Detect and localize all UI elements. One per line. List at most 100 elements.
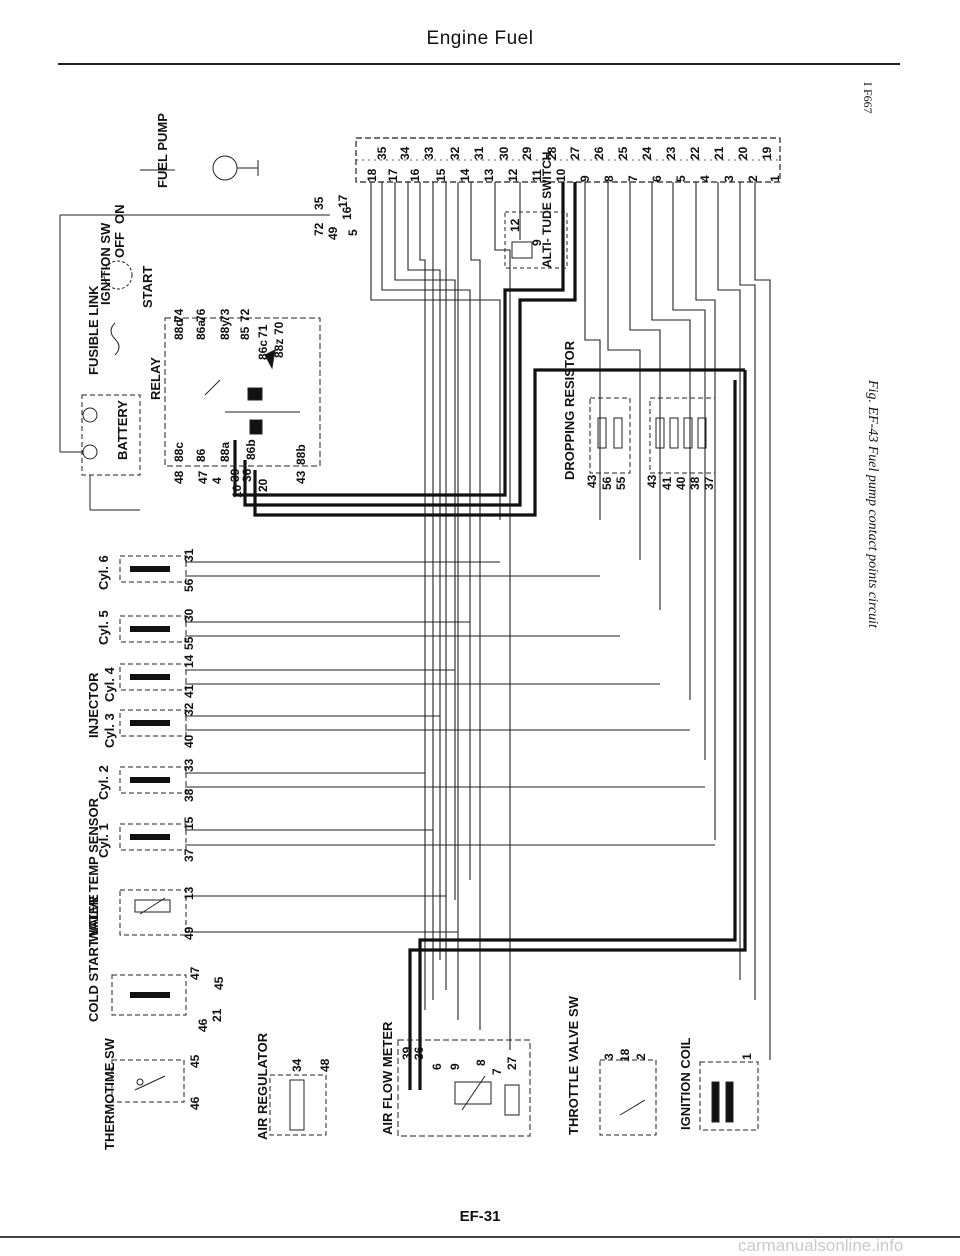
misc-terminal: 16	[340, 206, 354, 220]
label-fuel-pump: FUEL PUMP	[155, 113, 170, 188]
resistor-terminal: 37	[702, 476, 716, 490]
misc-terminal: 72	[312, 222, 326, 236]
thermotime-terminal: 46	[188, 1096, 202, 1110]
label-injector: INJECTOR	[86, 672, 101, 739]
label-ign-off: OFF	[112, 232, 127, 258]
footer-rule	[0, 1236, 960, 1238]
cyl2-terminal-a: 33	[182, 758, 196, 772]
label-fusible-link: FUSIBLE LINK	[86, 285, 101, 375]
pin-4: 4	[698, 175, 712, 182]
label-relay: RELAY	[148, 357, 163, 400]
page-number: EF-31	[459, 1208, 501, 1225]
pin-26: 26	[592, 146, 606, 160]
pin-17: 17	[386, 168, 400, 182]
pin-3: 3	[722, 175, 736, 182]
throttle-coil-boxes	[599, 1059, 759, 1136]
water-temp-terminal-a: 13	[182, 886, 196, 900]
relay-terminal: 70	[272, 321, 286, 335]
label-cold-start-valve: COLD START VALVE	[86, 894, 101, 1022]
pin-8: 8	[602, 175, 616, 182]
air-flow-meter-box	[397, 1039, 531, 1137]
pin-29: 29	[520, 146, 534, 160]
relay-terminal: 88d	[172, 319, 186, 340]
label-air-regulator: AIR REGULATOR	[255, 1032, 270, 1140]
resistor-terminal: 55	[614, 476, 628, 490]
relay-terminal: 88c	[172, 441, 186, 462]
relay-terminal: 43	[294, 470, 308, 484]
air-flow-terminal: 8	[474, 1059, 488, 1066]
air-flow-terminal: 6	[430, 1063, 444, 1070]
pin-1: 1	[768, 175, 782, 182]
air-regulator-terminal: 48	[318, 1058, 332, 1072]
relay-terminal: 88a	[218, 441, 232, 462]
resistor-terminal: 56	[600, 476, 614, 490]
resistor-terminal: 41	[660, 476, 674, 490]
harness-vertical-lines	[370, 182, 771, 1060]
page-header-title: Engine Fuel	[426, 28, 534, 49]
cyl5-terminal-b: 55	[182, 636, 196, 650]
pin-22: 22	[688, 146, 702, 160]
relay-terminal: 72	[238, 308, 252, 322]
pin-10: 10	[554, 168, 568, 182]
relay-terminal: 88b	[294, 444, 308, 465]
pin-11: 11	[530, 169, 544, 182]
altitude-switch-coil	[511, 241, 533, 259]
relay-terminal: 86b	[244, 439, 258, 460]
cyl6-terminal-b: 56	[182, 578, 196, 592]
pin-31: 31	[472, 146, 486, 160]
pin-20: 20	[736, 146, 750, 160]
label-throttle-valve-sw: THROTTLE VALVE SW	[566, 996, 581, 1135]
injector-coils	[119, 555, 187, 851]
air-flow-terminal: 7	[490, 1068, 504, 1075]
cyl4-terminal-b: 41	[182, 684, 196, 698]
cold-start-terminal: 46	[196, 1018, 210, 1032]
pin-32: 32	[448, 146, 462, 160]
misc-terminal: 49	[326, 226, 340, 240]
pin-21: 21	[712, 146, 726, 160]
label-cyl4: Cyl. 4	[102, 667, 117, 702]
altitude-terminal: 9	[530, 239, 544, 246]
cyl6-terminal-a: 31	[182, 548, 196, 562]
relay-terminal: 20	[256, 478, 270, 492]
cyl3-terminal-a: 32	[182, 702, 196, 716]
water-temp-terminal-b: 49	[182, 926, 196, 940]
watermark: carmanualsonline.info	[738, 1236, 904, 1255]
cold-start-terminal: 47	[188, 966, 202, 980]
cyl1-terminal-b: 37	[182, 848, 196, 862]
pin-28: 28	[545, 146, 559, 160]
pin-23: 23	[664, 146, 678, 160]
cyl5-terminal-a: 30	[182, 608, 196, 622]
pin-24: 24	[640, 146, 654, 160]
throttle-terminal: 3	[602, 1053, 616, 1060]
label-ign-on: ON	[112, 204, 127, 225]
label-cyl5: Cyl. 5	[96, 610, 111, 645]
relay-terminal: 36	[240, 468, 254, 482]
misc-terminal: 35	[312, 196, 326, 210]
relay-terminal: 74	[172, 308, 186, 322]
cyl2-terminal-b: 38	[182, 788, 196, 802]
relay-terminal: 71	[256, 324, 270, 338]
ignition-coil-terminal: 1	[740, 1053, 754, 1060]
relay-terminal: 86c	[256, 339, 270, 360]
pin-9: 9	[578, 175, 592, 182]
relay-terminal: 76	[194, 308, 208, 322]
resistor-terminal: 43	[585, 474, 599, 488]
label-dropping-resistor: DROPPING RESISTOR	[562, 340, 577, 480]
relay-terminal: 88z	[272, 338, 286, 358]
label-ign-start: START	[140, 265, 155, 308]
air-flow-terminal: 27	[505, 1056, 519, 1070]
cyl3-terminal-b: 40	[182, 734, 196, 748]
cyl1-terminal-a: 15	[182, 816, 196, 830]
cold-start-terminal: 21	[210, 1008, 224, 1022]
pin-30: 30	[497, 146, 511, 160]
pin-2: 2	[746, 175, 760, 182]
pin-19: 19	[760, 146, 774, 160]
altitude-terminal: 12	[508, 218, 522, 232]
resistor-terminal: 40	[674, 476, 688, 490]
pin-25: 25	[616, 146, 630, 160]
throttle-terminal: 2	[634, 1053, 648, 1060]
pin-6: 6	[650, 175, 664, 182]
pin-7: 7	[626, 175, 640, 182]
pin-14: 14	[458, 168, 472, 182]
cold-start-terminal: 45	[212, 976, 226, 990]
